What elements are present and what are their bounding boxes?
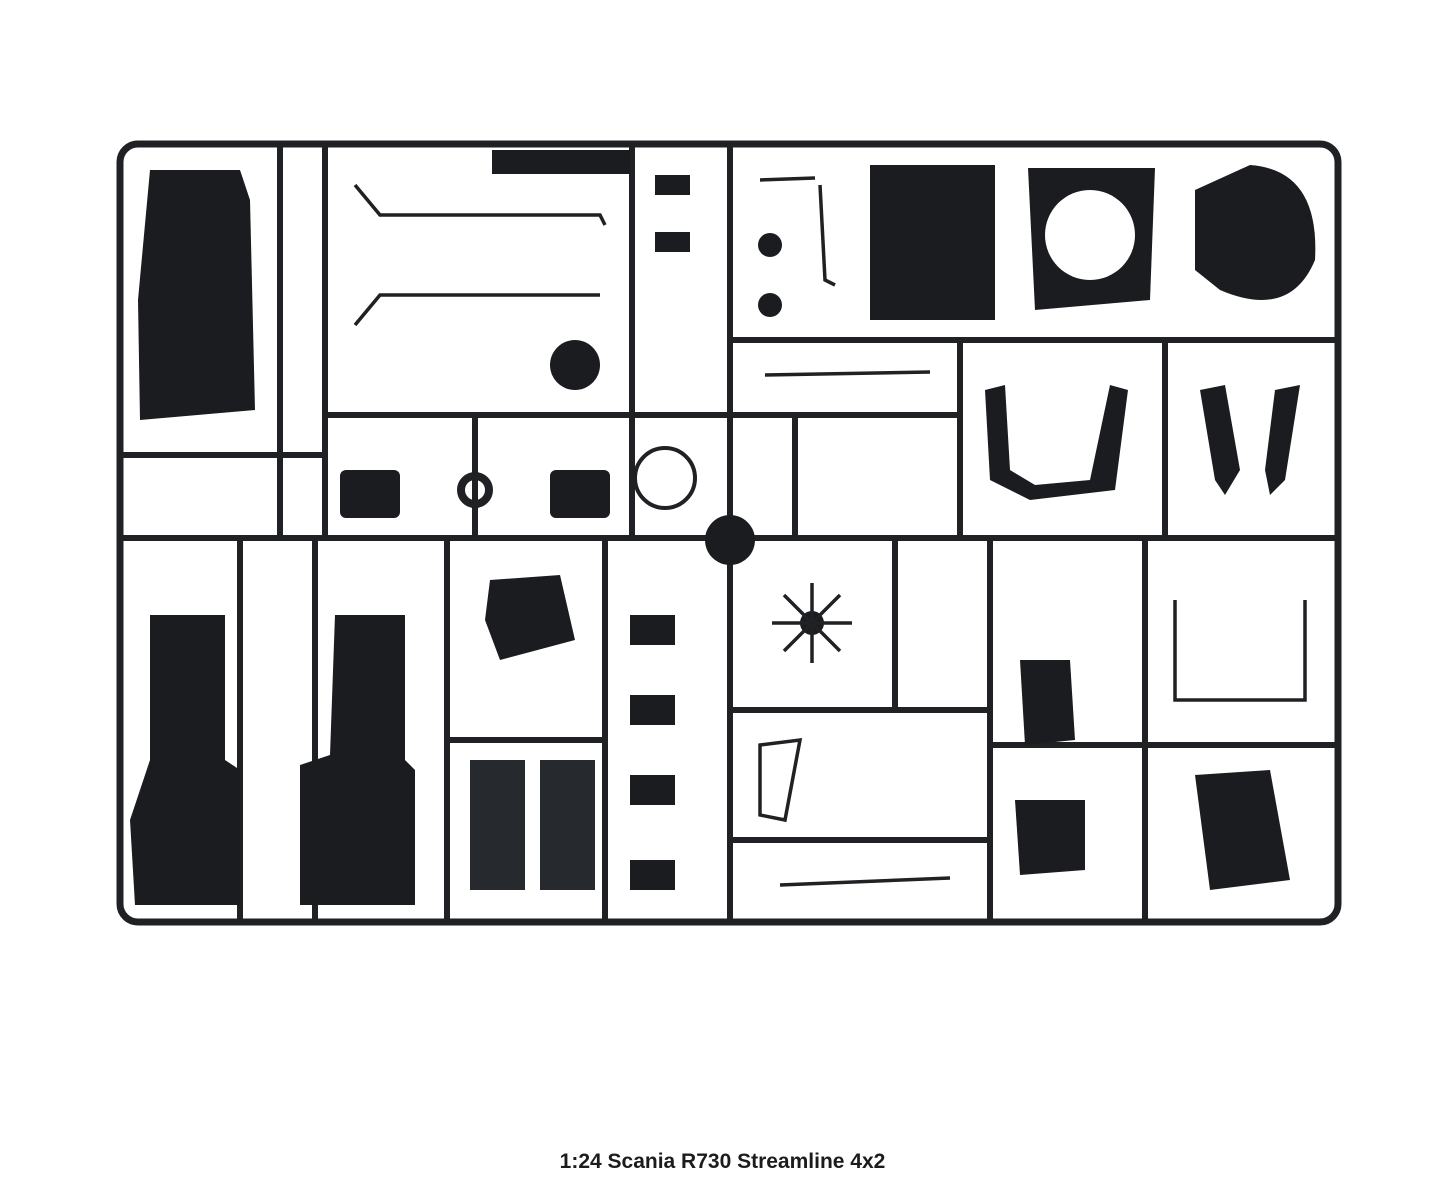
caption: 1:24 Scania R730 Streamline 4x2	[559, 1150, 886, 1173]
sprue-runners	[120, 144, 1338, 922]
sprue-parts	[130, 150, 1316, 905]
